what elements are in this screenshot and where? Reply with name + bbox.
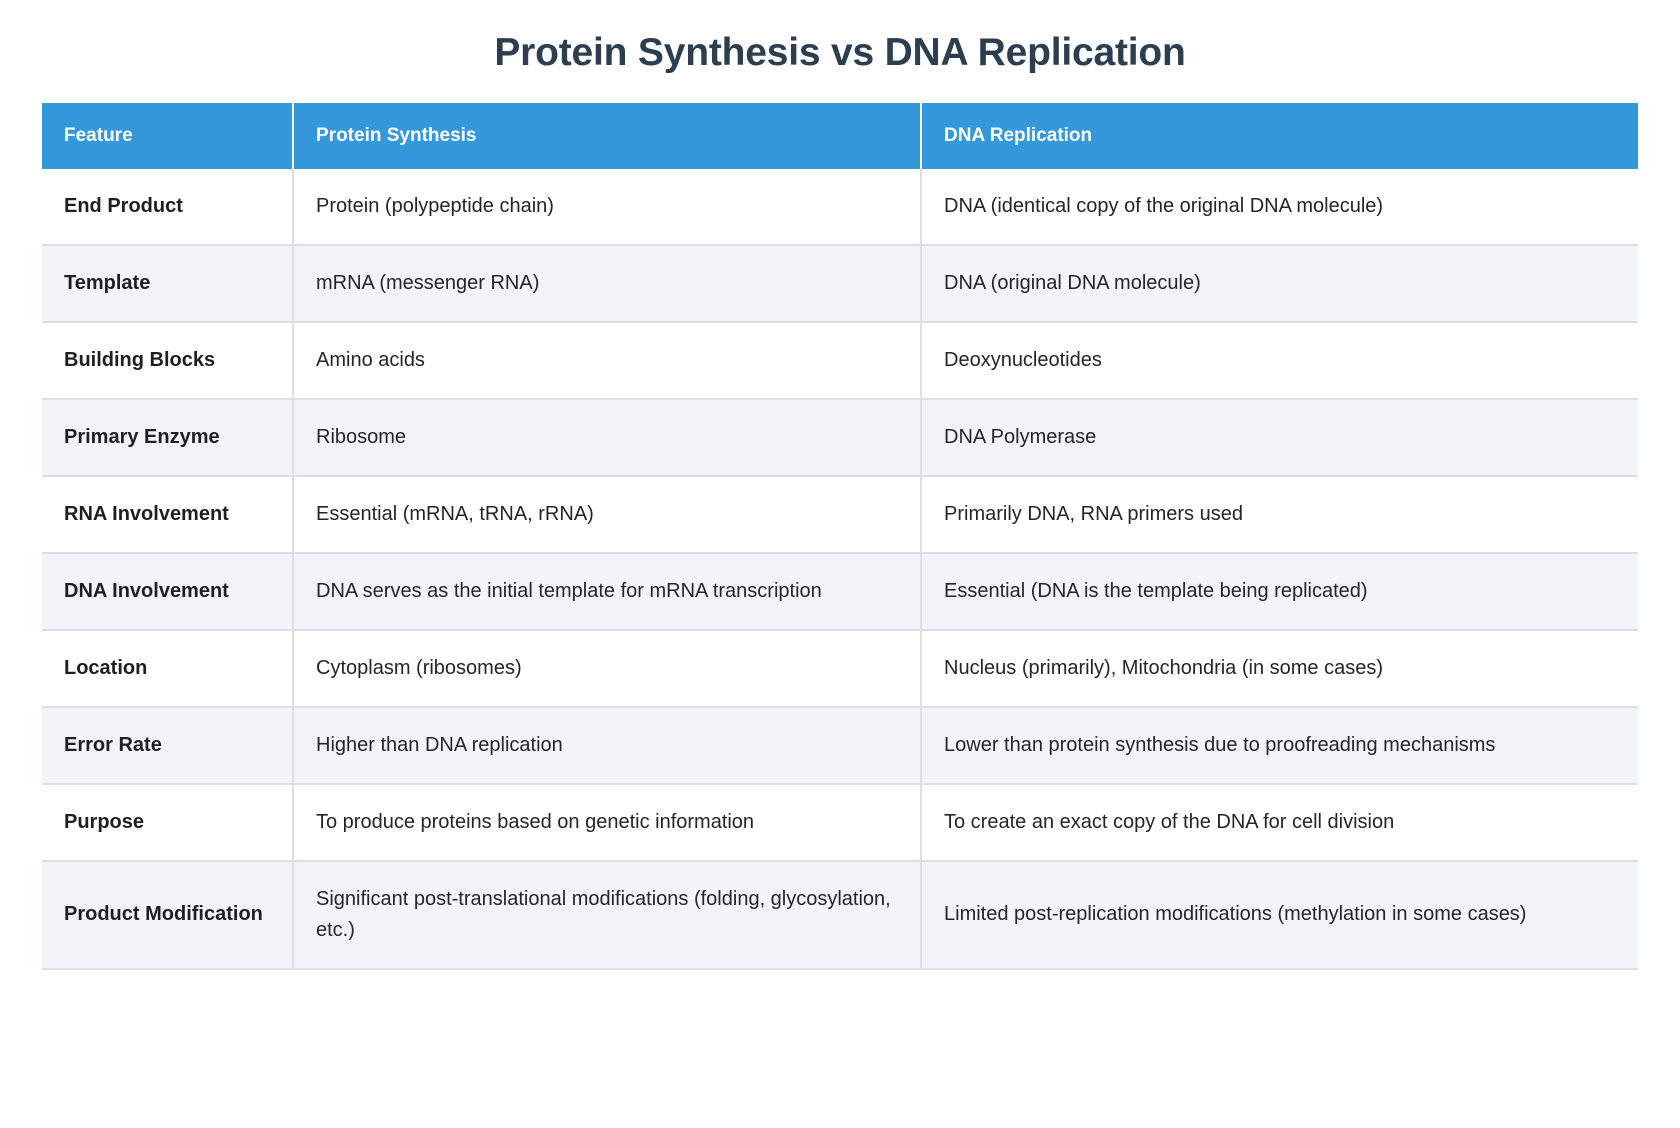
column-header-protein-synthesis: Protein Synthesis bbox=[294, 102, 922, 169]
table-cell-dna_replication: Primarily DNA, RNA primers used bbox=[922, 476, 1638, 554]
table-cell-dna_replication: DNA Polymerase bbox=[922, 399, 1638, 477]
row-feature-label: Error Rate bbox=[42, 707, 294, 785]
column-header-feature: Feature bbox=[42, 102, 294, 169]
table-cell-dna_replication: Essential (DNA is the template being rep… bbox=[922, 553, 1638, 631]
table-cell-protein_synthesis: Cytoplasm (ribosomes) bbox=[294, 630, 922, 708]
row-feature-label: Product Modification bbox=[42, 861, 294, 970]
row-feature-label: RNA Involvement bbox=[42, 476, 294, 554]
table-cell-protein_synthesis: Amino acids bbox=[294, 322, 922, 400]
row-feature-label: Purpose bbox=[42, 784, 294, 862]
table-container: Feature Protein Synthesis DNA Replicatio… bbox=[42, 102, 1638, 970]
row-feature-label: Building Blocks bbox=[42, 322, 294, 400]
column-header-dna-replication: DNA Replication bbox=[922, 102, 1638, 169]
header-row: Feature Protein Synthesis DNA Replicatio… bbox=[42, 102, 1638, 169]
table-cell-protein_synthesis: Ribosome bbox=[294, 399, 922, 477]
table-cell-protein_synthesis: Essential (mRNA, tRNA, rRNA) bbox=[294, 476, 922, 554]
row-feature-label: Primary Enzyme bbox=[42, 399, 294, 477]
comparison-table: Feature Protein Synthesis DNA Replicatio… bbox=[42, 102, 1638, 970]
table-cell-dna_replication: DNA (original DNA molecule) bbox=[922, 245, 1638, 323]
row-feature-label: End Product bbox=[42, 168, 294, 246]
table-cell-protein_synthesis: DNA serves as the initial template for m… bbox=[294, 553, 922, 631]
row-feature-label: Location bbox=[42, 630, 294, 708]
table-cell-protein_synthesis: Higher than DNA replication bbox=[294, 707, 922, 785]
table-cell-dna_replication: Lower than protein synthesis due to proo… bbox=[922, 707, 1638, 785]
row-feature-label: DNA Involvement bbox=[42, 553, 294, 631]
table-cell-protein_synthesis: mRNA (messenger RNA) bbox=[294, 245, 922, 323]
table-cell-dna_replication: DNA (identical copy of the original DNA … bbox=[922, 168, 1638, 246]
table-cell-dna_replication: Deoxynucleotides bbox=[922, 322, 1638, 400]
table-cell-protein_synthesis: Protein (polypeptide chain) bbox=[294, 168, 922, 246]
table-cell-protein_synthesis: To produce proteins based on genetic inf… bbox=[294, 784, 922, 862]
table-cell-dna_replication: To create an exact copy of the DNA for c… bbox=[922, 784, 1638, 862]
page-title: Protein Synthesis vs DNA Replication bbox=[494, 31, 1186, 74]
table-header: Feature Protein Synthesis DNA Replicatio… bbox=[42, 102, 1638, 169]
table-cell-dna_replication: Limited post-replication modifications (… bbox=[922, 861, 1638, 970]
table-cell-protein_synthesis: Significant post-translational modificat… bbox=[294, 861, 922, 970]
row-feature-label: Template bbox=[42, 245, 294, 323]
table-cell-dna_replication: Nucleus (primarily), Mitochondria (in so… bbox=[922, 630, 1638, 708]
